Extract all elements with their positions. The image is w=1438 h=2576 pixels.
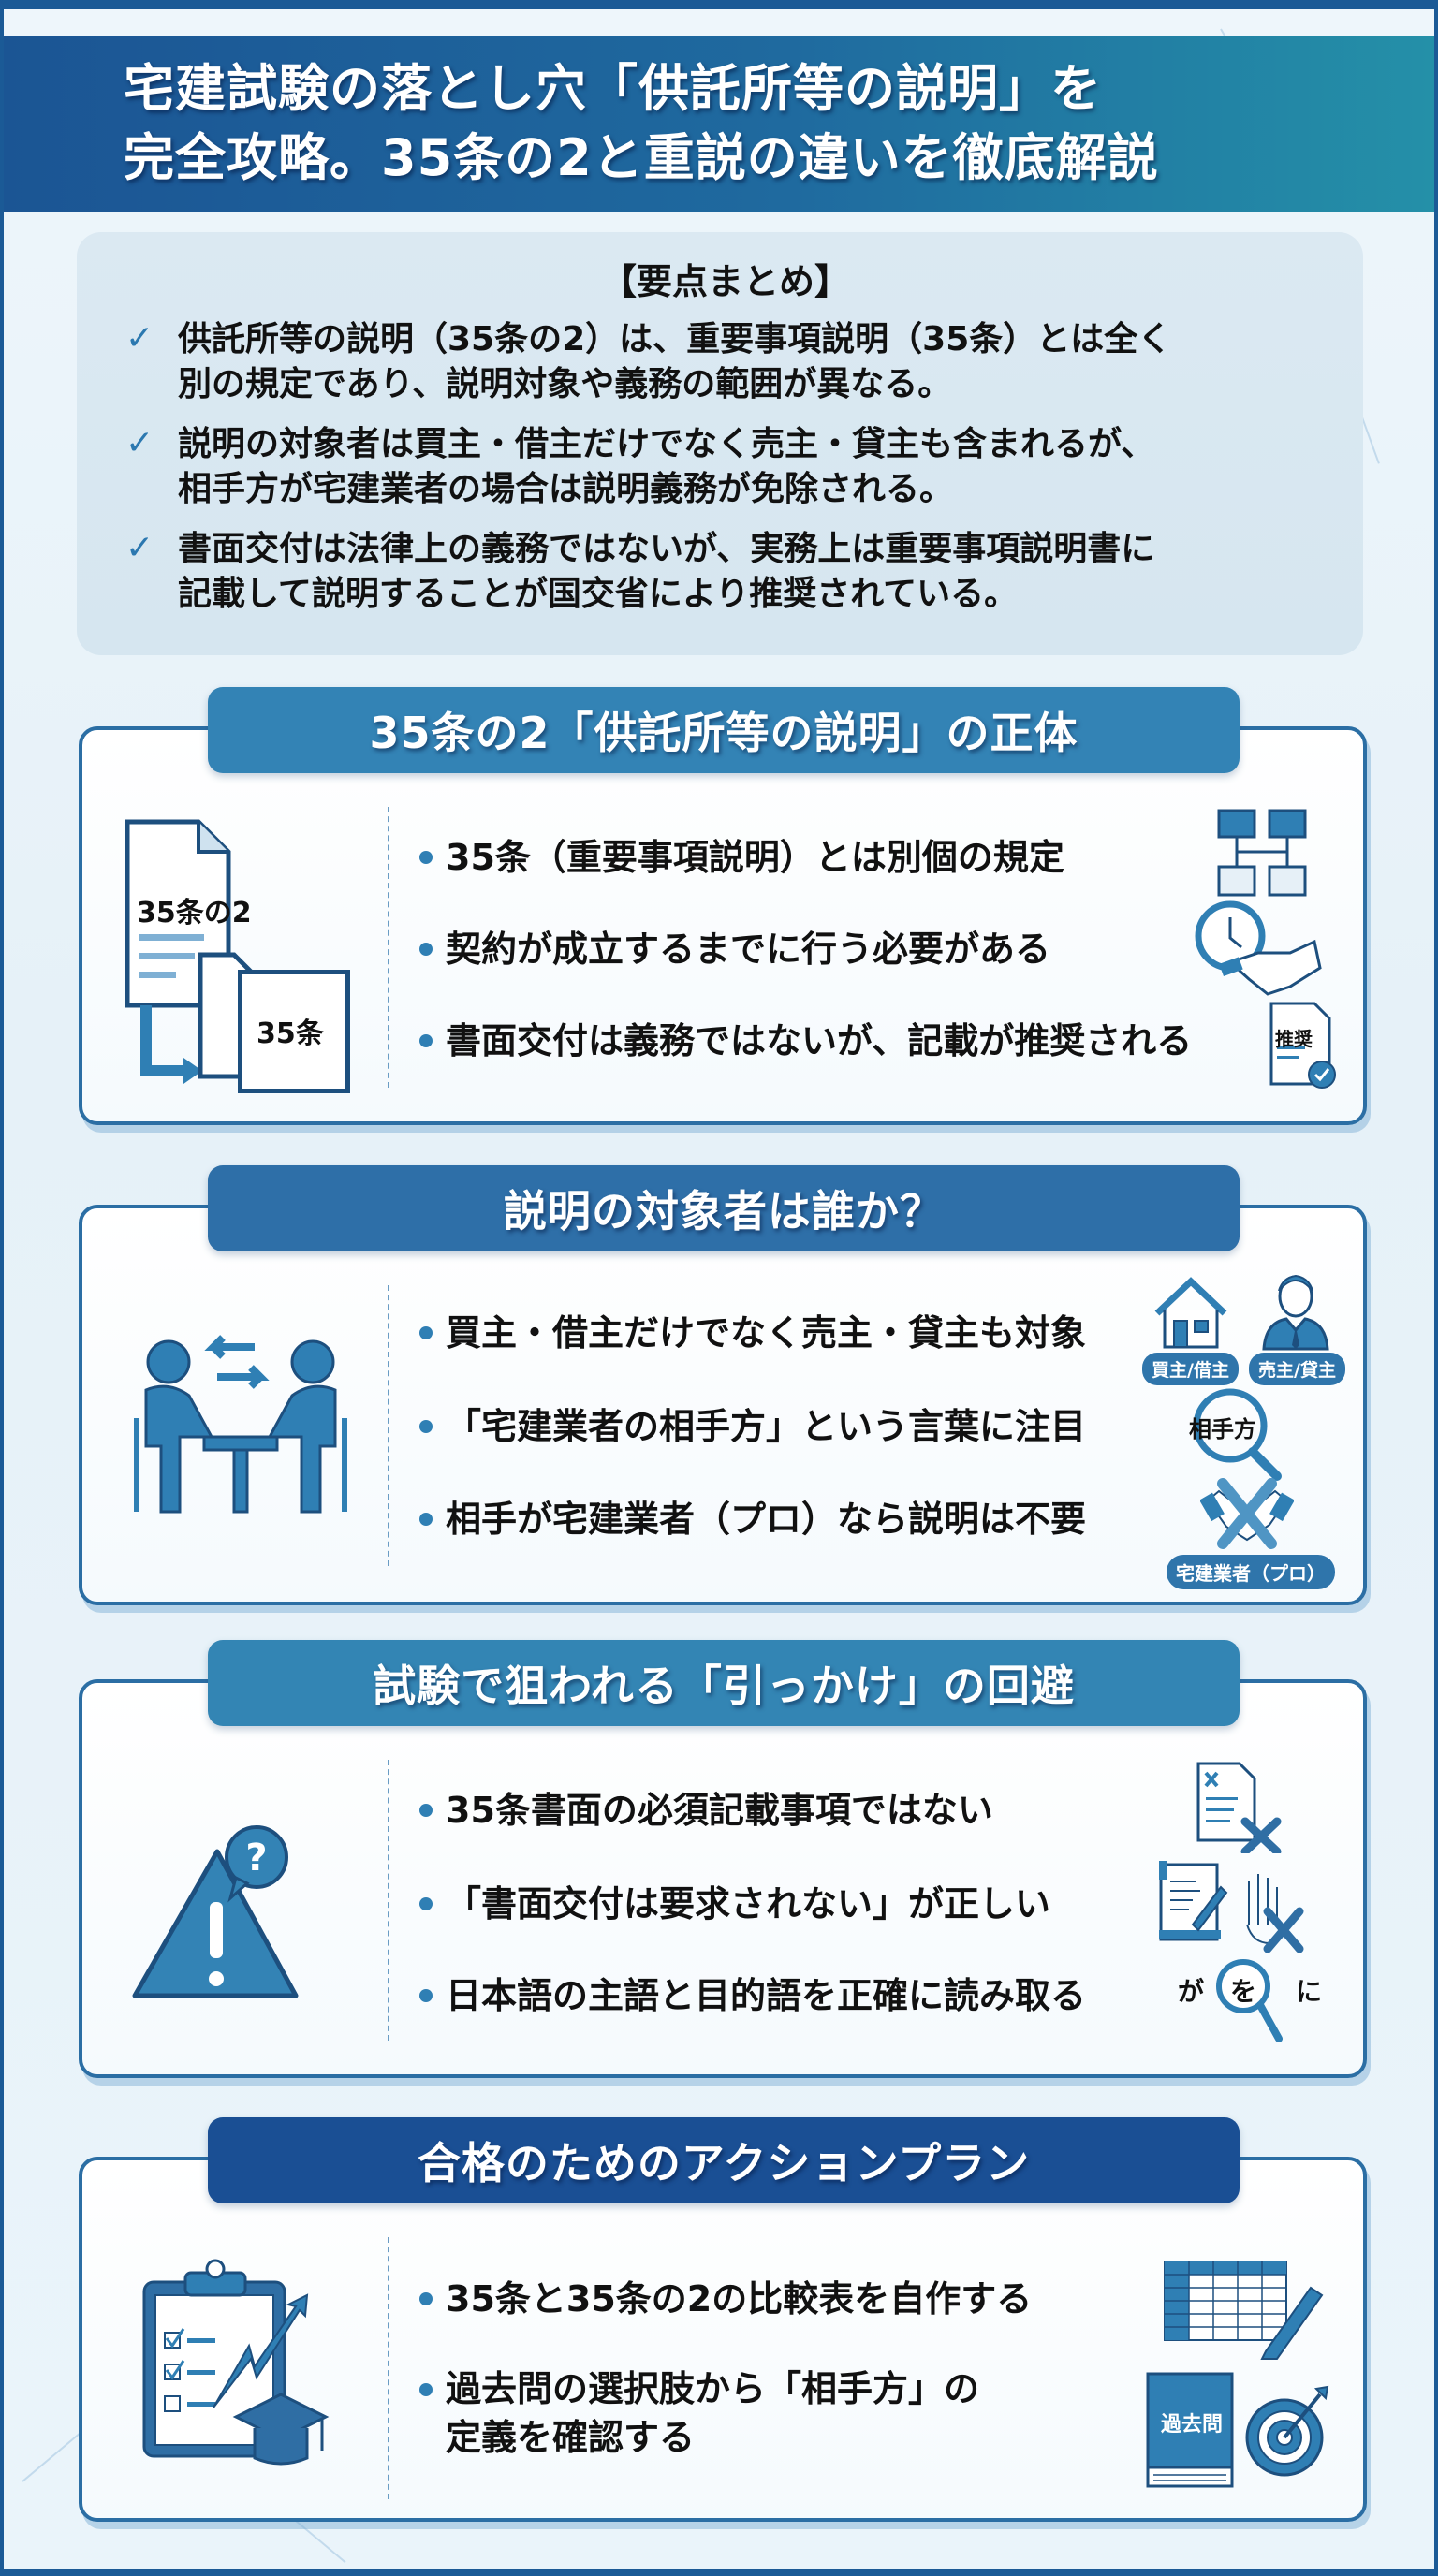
bullet-dot-icon [419,1804,433,1817]
page-title-line-2: 完全攻略。35条の2と重説の違いを徹底解説 [124,128,1159,187]
page-frame: 宅建試験の落とし穴「供託所等の説明」を 完全攻略。35条の2と重説の違いを徹底解… [4,9,1434,2569]
bullet-dot-icon [419,1989,433,2002]
bullet-text: 35条（重要事項説明）とは別個の規定 [446,837,1064,878]
bullet-text: 35条書面の必須記載事項ではない [446,1790,993,1831]
summary-text: 説明の対象者は買主・借主だけでなく売主・貸主も含まれるが、 [178,425,1155,463]
summary-text: 書面交付は法律上の義務ではないが、実務上は重要事項説明書に [178,530,1155,568]
badge-buyer-lessee: 買主/借主 [1142,1353,1239,1385]
bullet-item: 過去問の選択肢から「相手方」の 定義を確認する [419,2364,979,2462]
bullet-item: 35条書面の必須記載事項ではない [419,1786,993,1835]
summary-text: 記載して説明することが国交省により推奨されている。 [178,575,1019,613]
bullet-dot-icon [419,1420,433,1433]
bullet-text: 35条と35条の2の比較表を自作する [446,2278,1033,2320]
bullet-text: 書面交付は義務ではないが、記載が推奨される [446,1020,1193,1061]
doc-label-35-2: 35条の2 [137,897,252,929]
bullet-dot-icon [419,2383,433,2396]
page-title-line-1: 宅建試験の落とし穴「供託所等の説明」を [124,59,1102,118]
crossed-handshake-icon [1200,1478,1294,1549]
badge-professional: 宅建業者（プロ） [1167,1555,1335,1589]
divider [388,1285,389,1566]
meeting-people-icon [134,1335,347,1514]
section-action-plan: 合格のためのアクションプラン 35条と35条の2の比較表を自作する [79,2117,1367,2539]
recommended-document-icon [1269,1002,1336,1089]
summary-item: ✓ 供託所等の説明（35条の2）は、重要事項説明（35条）とは全く 別の規定であ… [125,317,1326,407]
bullet-text: 日本語の主語と目的語を正確に読み取る [446,1975,1087,2016]
recommended-label: 推奨 [1275,1028,1313,1050]
section-header: 試験で狙われる「引っかけ」の回避 [208,1640,1240,1726]
section-target-persons: 説明の対象者は誰か？ 買主・借主だけでなく売主・貸主も対象 「宅建業者の相手方」… [79,1165,1367,1615]
section-kyotakusho-nature: 35条の2「供託所等の説明」の正体 35条の2 35条 35条（重要事項説明）と… [79,687,1367,1136]
particle-ni: に [1296,1976,1323,2007]
summary-text: 別の規定であり、説明対象や義務の範囲が異なる。 [178,365,952,403]
flowchart-icon [1217,809,1307,897]
summary-item: ✓ 説明の対象者は買主・借主だけでなく売主・貸主も含まれるが、 相手方が宅建業者… [125,422,1326,512]
document-x-icon [1196,1762,1282,1853]
summary-text: 供託所等の説明（35条の2）は、重要事項説明（35条）とは全く [178,320,1172,359]
summary-text: 相手方が宅建業者の場合は説明義務が免除される。 [178,470,954,508]
bullet-dot-icon [419,943,433,956]
check-icon: ✓ [125,319,154,358]
bullet-item: 35条（重要事項説明）とは別個の規定 [419,833,1064,882]
warning-question-icon: ? [132,1825,299,1998]
bullet-dot-icon [419,2292,433,2305]
documents-35-icon [125,819,254,1084]
doc-front [238,970,350,1093]
divider [388,1760,389,2041]
svg-text:?: ? [245,1837,267,1880]
bullet-item: 「書面交付は要求されない」が正しい [419,1880,1050,1928]
section-trap-avoidance: 試験で狙われる「引っかけ」の回避 ? 35条書面の必須記載事項ではない 「書面交… [79,1640,1367,2089]
summary-heading: 【要点まとめ】 [600,261,850,302]
bullet-text: 過去問の選択肢から「相手方」の [446,2368,980,2409]
table-pencil-icon [1164,2261,1324,2360]
bullet-text: 買主・借主だけでなく売主・貸主も対象 [446,1312,1087,1354]
book-icon [1146,2372,1234,2488]
bullet-text: 契約が成立するまでに行う必要がある [446,929,1051,970]
bullet-text: 相手が宅建業者（プロ）なら説明は不要 [446,1499,1087,1540]
bullet-dot-icon [419,1326,433,1339]
check-icon: ✓ [125,424,154,462]
divider [388,2237,389,2499]
bullet-item: 契約が成立するまでに行う必要がある [419,925,1050,973]
badge-seller-lessor: 売主/貸主 [1249,1353,1345,1385]
section-header: 合格のためのアクションプラン [208,2117,1240,2203]
magnifier-label: 相手方 [1189,1416,1256,1442]
scroll-hand-x-icon [1159,1861,1304,1953]
bullet-dot-icon [419,1513,433,1526]
book-label: 過去問 [1161,2413,1224,2437]
summary-item: ✓ 書面交付は法律上の義務ではないが、実務上は重要事項説明書に 記載して説明する… [125,527,1326,617]
clipboard-graduation-icon [142,2259,330,2466]
magnifier-icon [1193,1388,1282,1481]
particle-wo: を [1230,1976,1257,2007]
summary-box: 【要点まとめ】 ✓ 供託所等の説明（35条の2）は、重要事項説明（35条）とは全… [77,232,1363,655]
bullet-dot-icon [419,1034,433,1047]
house-icon [1154,1277,1227,1349]
bullet-item: 相手が宅建業者（プロ）なら説明は不要 [419,1495,1086,1544]
check-icon: ✓ [125,529,154,567]
doc-label-35: 35条 [257,1017,324,1050]
bullet-text: 「宅建業者の相手方」という言葉に注目 [446,1406,1087,1447]
bullet-text: 「書面交付は要求されない」が正しい [446,1883,1051,1925]
bullet-item: 買主・借主だけでなく売主・貸主も対象 [419,1309,1086,1357]
magnifier-particles-icon [1216,1959,1283,2042]
person-icon [1262,1274,1329,1351]
bullet-item: 35条と35条の2の比較表を自作する [419,2275,1032,2323]
particle-ga: が [1178,1976,1205,2007]
title-banner: 宅建試験の落とし穴「供託所等の説明」を 完全攻略。35条の2と重説の違いを徹底解… [4,36,1434,212]
divider [388,807,389,1088]
section-header: 35条の2「供託所等の説明」の正体 [208,687,1240,773]
bullet-text-continued: 定義を確認する [446,2417,696,2458]
bullet-item: 書面交付は義務ではないが、記載が推奨される [419,1017,1192,1065]
bullet-item: 「宅建業者の相手方」という言葉に注目 [419,1402,1086,1451]
target-icon [1245,2385,1329,2477]
section-header: 説明の対象者は誰か？ [208,1165,1240,1251]
bullet-dot-icon [419,851,433,864]
bullet-dot-icon [419,1897,433,1910]
clock-handshake-icon [1195,900,1322,996]
bullet-item: 日本語の主語と目的語を正確に読み取る [419,1971,1086,2020]
